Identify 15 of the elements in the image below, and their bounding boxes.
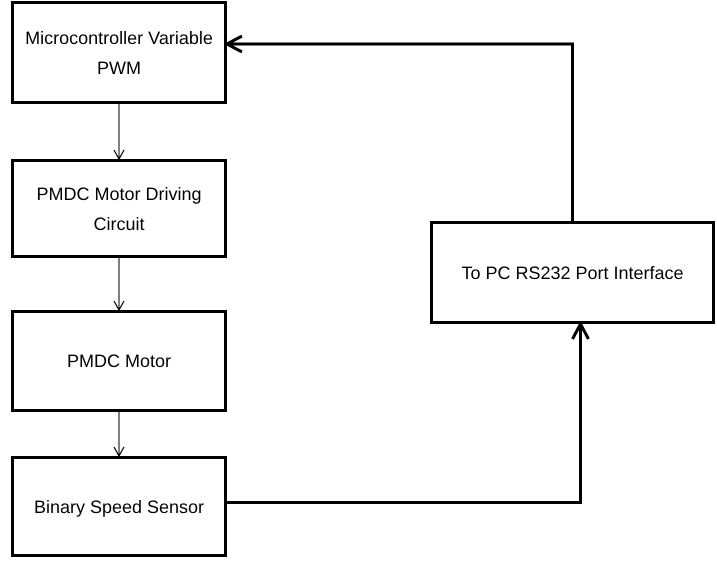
process-box — [11, 159, 227, 258]
box-label: PMDC Motor Driving Circuit — [35, 182, 203, 236]
process-box — [11, 456, 227, 557]
box-label: Binary Speed Sensor — [34, 496, 204, 519]
box-label: To PC RS232 Port Interface — [461, 262, 684, 284]
box-label: Microcontroller Variable PWM — [24, 26, 214, 80]
arrow — [113, 104, 125, 160]
arrow — [226, 34, 574, 221]
arrow — [113, 258, 125, 311]
arrow — [113, 412, 125, 457]
process-box — [11, 310, 227, 412]
process-box — [430, 221, 715, 324]
arrow — [227, 322, 590, 504]
box-label: PMDC Motor — [66, 350, 171, 373]
process-box — [11, 1, 227, 104]
